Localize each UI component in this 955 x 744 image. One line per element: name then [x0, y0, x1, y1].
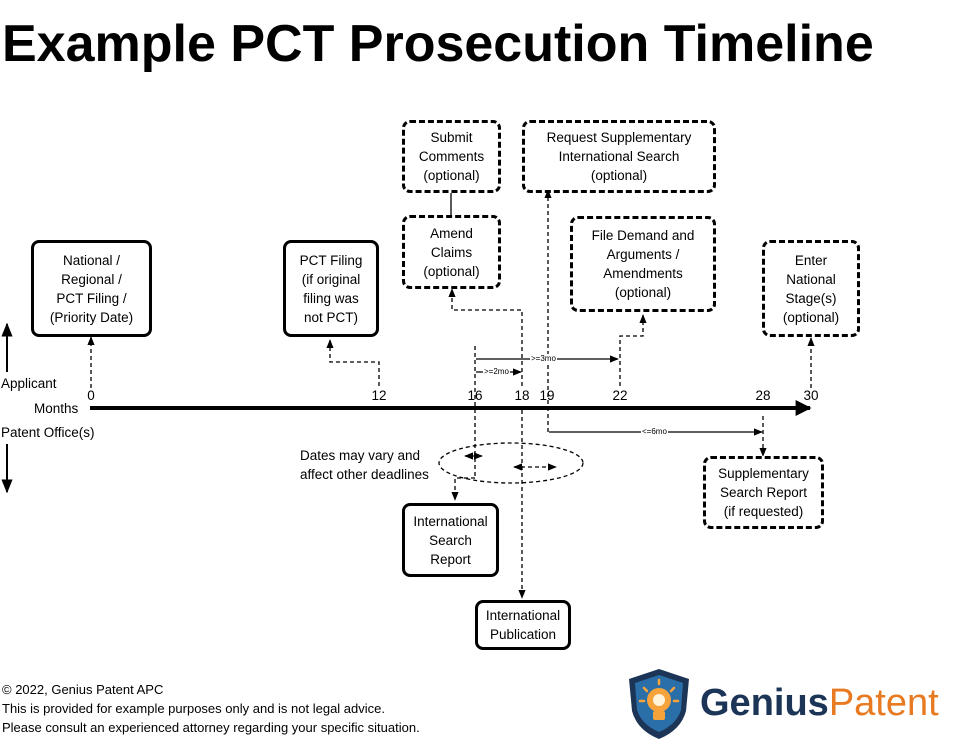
ge3mo-label: >=3mo — [530, 354, 557, 364]
shield-lightbulb-icon — [624, 666, 694, 742]
tick-label: 28 — [748, 388, 778, 404]
le6mo-label: <=6mo — [641, 427, 668, 437]
tick-label: 12 — [364, 388, 394, 404]
months-label: Months — [34, 399, 78, 418]
tick-label: 0 — [76, 388, 106, 404]
tick-label: 16 — [460, 388, 490, 404]
logo-word-genius: Genius — [700, 682, 829, 724]
patent-office-label: Patent Office(s) — [1, 423, 95, 442]
supplementary-search-report-box: Supplementary Search Report (if requeste… — [703, 456, 824, 529]
connector-file-demand — [620, 315, 643, 386]
ge2mo-label: >=2mo — [483, 367, 510, 377]
international-publication-box: International Publication — [475, 600, 571, 650]
dates-vary-ellipse — [439, 443, 583, 483]
logo-word-patent: Patent — [829, 682, 939, 724]
tick-label: 22 — [605, 388, 635, 404]
file-demand-box: File Demand and Arguments / Amendments (… — [570, 216, 716, 312]
amend-claims-box: Amend Claims (optional) — [402, 215, 501, 289]
disclaimer-text: This is provided for example purposes on… — [2, 699, 385, 718]
dates-vary-note-line2: affect other deadlines — [300, 465, 429, 484]
submit-comments-box: Submit Comments (optional) — [402, 120, 501, 193]
tick-label: 19 — [532, 388, 562, 404]
dates-vary-note-line1: Dates may vary and — [300, 446, 420, 465]
pct-filing-box: PCT Filing (if original filing was not P… — [283, 240, 379, 337]
tick-label: 30 — [796, 388, 826, 404]
consult-text: Please consult an experienced attorney r… — [2, 718, 420, 737]
enter-national-stage-box: Enter National Stage(s) (optional) — [762, 240, 860, 337]
logo-wordmark: GeniusPatent — [700, 680, 939, 726]
connector-pct-filing — [330, 340, 379, 386]
genius-patent-logo: GeniusPatent — [624, 666, 954, 742]
connector-isr — [455, 478, 475, 500]
national-filing-box: National / Regional / PCT Filing / (Prio… — [31, 240, 152, 337]
international-search-report-box: International Search Report — [402, 503, 499, 577]
applicant-label: Applicant — [1, 374, 57, 393]
request-supplementary-search-box: Request Supplementary International Sear… — [522, 120, 716, 193]
copyright-text: © 2022, Genius Patent APC — [2, 680, 163, 699]
